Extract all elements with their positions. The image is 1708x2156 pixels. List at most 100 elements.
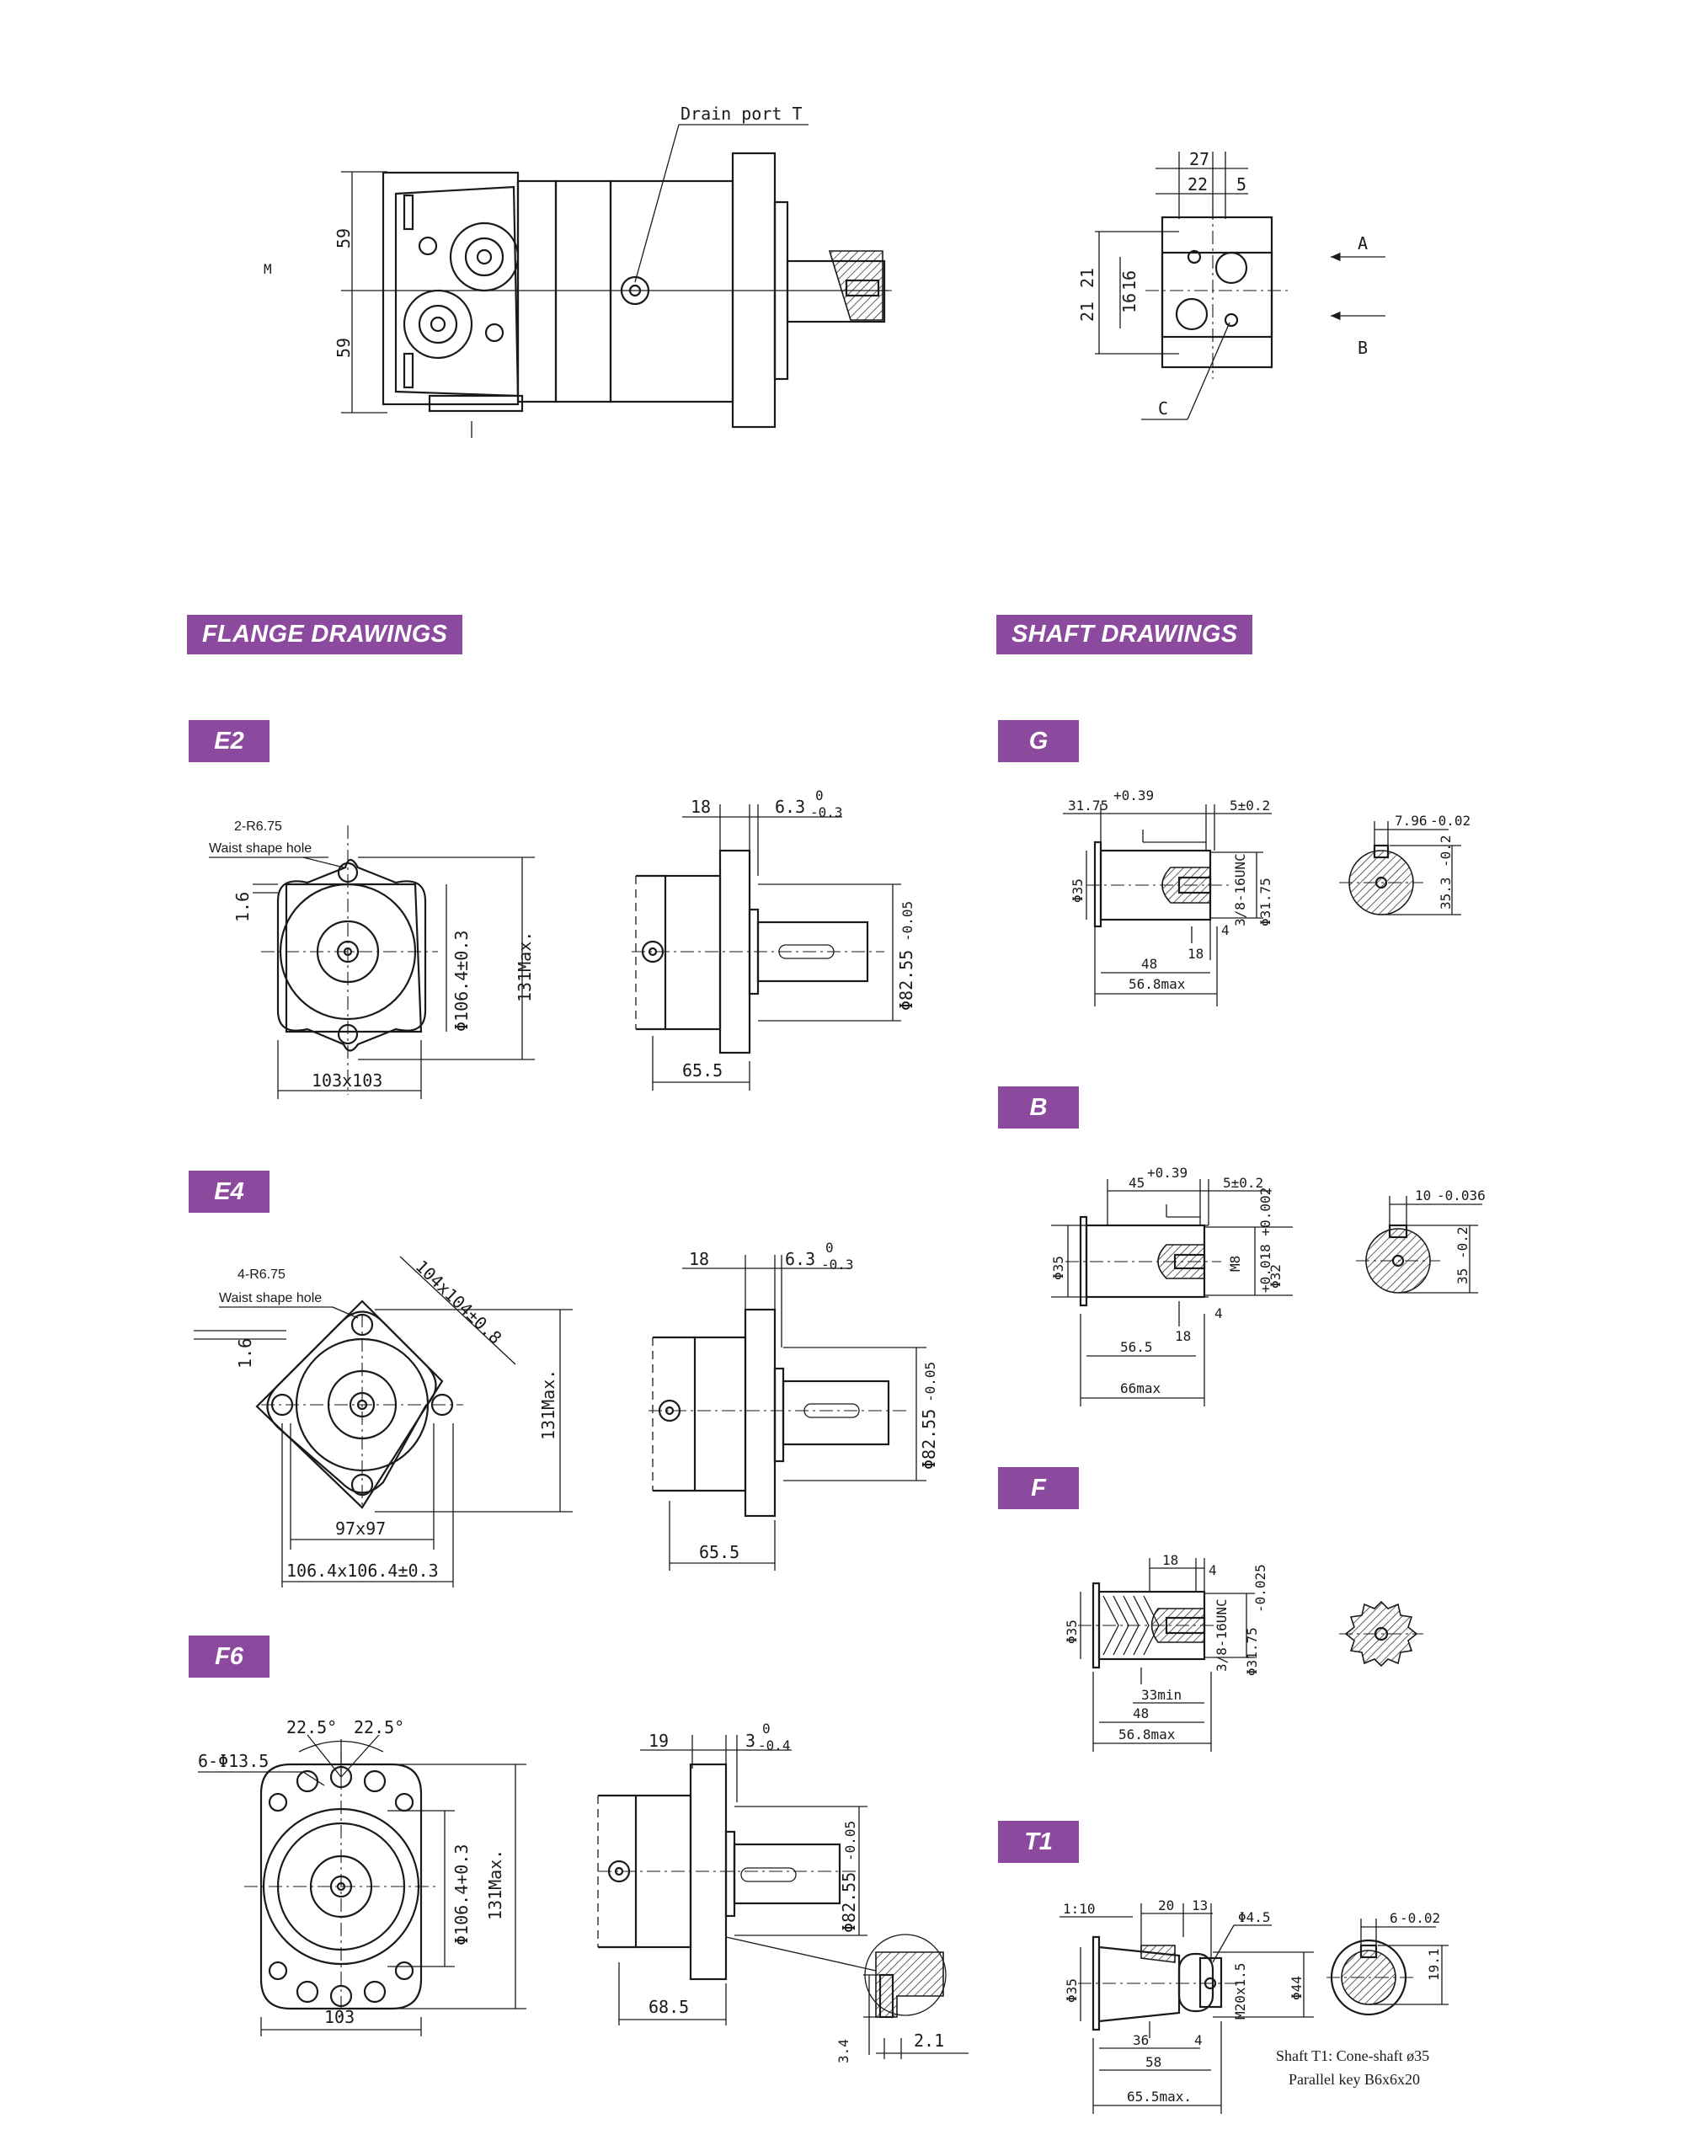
g-d18: 18: [1188, 946, 1204, 962]
flange-f6-side: 19 3 0 -0.4 Φ82.55 -0.05 3.4 2.1 68.5: [597, 1721, 969, 2063]
flange-e2-side: 18 6.3 0 -0.3 Φ82.55 -0.05 65.5: [632, 787, 916, 1091]
b-d18: 18: [1175, 1328, 1191, 1344]
drain-port-label: Drain port T: [681, 104, 803, 124]
g-dia2: Φ31.75: [1257, 878, 1273, 926]
f-thread: 3/8-16UNC: [1214, 1598, 1230, 1672]
b-key-h: 35: [1454, 1268, 1470, 1284]
e2-side-tol2: -0.3: [810, 804, 843, 820]
g-d48: 48: [1141, 956, 1157, 972]
t1-d13: 13: [1192, 1897, 1208, 1913]
e4-dim-97: 97x97: [335, 1518, 386, 1539]
shaft-b-label: B: [998, 1086, 1079, 1129]
b-max: 66max: [1120, 1380, 1161, 1396]
b-key-len: 5±0.2: [1223, 1175, 1263, 1191]
b-dia2-tol: +0.018 +0.002: [1257, 1187, 1273, 1293]
f6-side-19: 19: [649, 1731, 669, 1751]
shaft-t1-label: T1: [998, 1821, 1079, 1863]
b-key-w: 10: [1415, 1187, 1431, 1203]
e4-dim-diag: 104x104±0.8: [412, 1256, 506, 1348]
b-key-w-tol: -0.036: [1437, 1187, 1486, 1203]
f6-dim-103: 103: [324, 2007, 355, 2027]
f6-side-68-5: 68.5: [649, 1997, 689, 2017]
b-len-a-tol: +0.39: [1147, 1165, 1188, 1181]
b-d4: 4: [1214, 1305, 1223, 1321]
e2-side-dia-tol: -0.05: [899, 901, 915, 942]
end-dim-16a: 16: [1119, 270, 1140, 291]
flange-e2-label: E2: [189, 720, 270, 762]
e2-dim-dia: Φ106.4±0.3: [451, 931, 472, 1032]
shaft-g-drawing: 31.75 +0.39 5±0.2 Φ35 3/8-16UNC Φ31.75 1…: [1063, 787, 1470, 1006]
g-len-a: 31.75: [1068, 798, 1108, 814]
t1-d20: 20: [1158, 1897, 1174, 1913]
motor-end-view: 27 22 5 21 21 16 16 C A B: [1077, 149, 1385, 420]
end-dim-5: 5: [1236, 174, 1246, 195]
port-b-label: B: [1358, 338, 1368, 358]
e2-side-tol: 0: [815, 787, 824, 803]
dim-59-lower: 59: [334, 338, 354, 358]
g-key-h-tol: -0.2: [1438, 835, 1454, 867]
e4-dim-106: 106.4x106.4±0.3: [286, 1561, 439, 1581]
e2-dim-base: 103x103: [312, 1070, 382, 1091]
b-dia: Φ35: [1050, 1256, 1066, 1280]
t1-thread: M20x1.5: [1232, 1963, 1248, 2020]
shaft-drawings-title: SHAFT DRAWINGS: [996, 615, 1253, 654]
f6-angle-a: 22.5°: [286, 1717, 337, 1737]
e4-side-65-5: 65.5: [699, 1542, 739, 1562]
g-dia: Φ35: [1070, 878, 1086, 903]
f6-side-tol: 0: [762, 1721, 771, 1737]
end-dim-16b: 16: [1119, 293, 1140, 313]
shaft-t1-drawing: 1:10 20 13 Φ4.5 Φ35 M20x1.5 Φ44 36 4 58 …: [1059, 1897, 1449, 2114]
t1-dia: Φ35: [1064, 1978, 1080, 2003]
end-dim-22: 22: [1188, 174, 1208, 195]
f-d4: 4: [1209, 1562, 1217, 1578]
b-key-h-tol: -0.2: [1454, 1226, 1470, 1259]
f-d18: 18: [1162, 1552, 1178, 1568]
flange-drawings-title: FLANGE DRAWINGS: [187, 615, 463, 654]
b-dia2: Φ32: [1268, 1264, 1284, 1289]
f6-side-dia: Φ82.55: [839, 1872, 859, 1933]
port-a-label: A: [1358, 233, 1368, 253]
shaft-f-drawing: 18 4 Φ35 3/8-16UNC Φ31.75 -0.025 33min 4…: [1064, 1552, 1423, 1752]
end-dim-21a: 21: [1077, 268, 1097, 288]
g-max: 56.8max: [1129, 976, 1186, 992]
e2-r-label: 2-R6.75: [234, 819, 282, 834]
b-d56: 56.5: [1120, 1339, 1153, 1355]
g-key-w-tol: -0.02: [1430, 813, 1470, 829]
flange-e4-front: 4-R6.75 Waist shape hole 1.6 104x104±0.8…: [194, 1256, 573, 1588]
b-len-a: 45: [1129, 1175, 1145, 1191]
g-d4: 4: [1221, 922, 1230, 938]
e4-r-label: 4-R6.75: [238, 1267, 286, 1282]
f6-holes: 6-Φ13.5: [198, 1751, 269, 1771]
f6-angle-b: 22.5°: [354, 1717, 404, 1737]
flange-e4-side: 18 6.3 0 -0.3 Φ82.55 -0.05 65.5: [649, 1240, 939, 1571]
e4-side-tol: 0: [825, 1240, 834, 1256]
f-min: 33min: [1141, 1687, 1182, 1703]
t1-key-w-tol: -0.02: [1400, 1910, 1440, 1926]
motor-side-view: Drain port T 59 59 M: [264, 104, 893, 438]
e4-side-6-3: 6.3: [785, 1249, 815, 1269]
f-dia2-tol: -0.025: [1252, 1564, 1268, 1613]
b-thread: M8: [1227, 1256, 1243, 1272]
t1-max: 65.5max.: [1127, 2089, 1192, 2105]
t1-d4-5: Φ4.5: [1238, 1909, 1271, 1925]
e2-side-6-3: 6.3: [775, 797, 805, 817]
e4-side-dia: Φ82.55: [919, 1409, 939, 1470]
g-key-w: 7.96: [1395, 813, 1428, 829]
f6-dim-dia: Φ106.4+0.3: [451, 1844, 472, 1945]
f6-side-3-4: 3.4: [835, 2039, 851, 2063]
g-thread: 3/8-16UNC: [1232, 853, 1248, 926]
t1-key-w: 6: [1390, 1910, 1398, 1926]
e4-dim-1-6: 1.6: [235, 1338, 255, 1369]
g-key-len: 5±0.2: [1230, 798, 1270, 814]
f-dia: Φ35: [1064, 1620, 1080, 1644]
shaft-f-label: F: [998, 1467, 1079, 1509]
e4-waist-label: Waist shape hole: [219, 1291, 322, 1305]
e2-waist-label: Waist shape hole: [209, 841, 312, 856]
flange-e4-label: E4: [189, 1171, 270, 1213]
e2-dim-1-6: 1.6: [232, 892, 253, 922]
g-len-a-tol: +0.39: [1113, 787, 1154, 803]
shaft-g-label: G: [998, 720, 1079, 762]
e4-dim-max: 131Max.: [538, 1369, 558, 1440]
t1-note-2: Parallel key B6x6x20: [1289, 2071, 1420, 2088]
f6-dim-max: 131Max.: [485, 1849, 505, 1920]
